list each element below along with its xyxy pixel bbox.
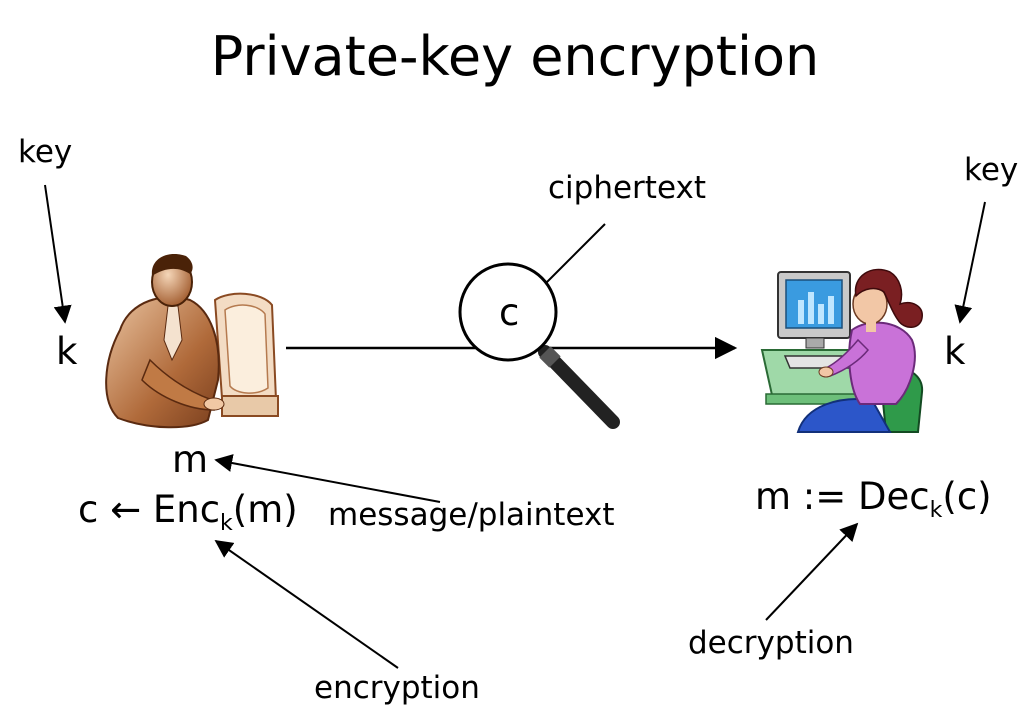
enc-suffix: (m)	[232, 488, 298, 531]
woman-at-computer-icon	[760, 268, 924, 433]
key-left-label: key	[18, 134, 73, 170]
key-left-arrow	[44, 184, 72, 324]
man-at-computer-icon	[105, 254, 279, 429]
page-title: Private-key encryption	[210, 25, 820, 88]
encryption-arrow	[214, 539, 399, 669]
encryption-formula: c ← Enck(m)	[78, 491, 298, 535]
enc-prefix: c ← Enc	[78, 488, 221, 531]
magnifying-glass-icon	[458, 262, 620, 429]
dec-subscript: k	[929, 498, 943, 523]
k-left-label: k	[56, 330, 78, 373]
plaintext-arrow	[214, 454, 441, 503]
decryption-arrow	[765, 522, 859, 621]
k-right-label: k	[944, 330, 966, 373]
encryption-label: encryption	[314, 670, 480, 706]
ciphertext-c-label: c	[499, 291, 520, 334]
dec-prefix: m := Dec	[755, 475, 930, 518]
ciphertext-label: ciphertext	[548, 170, 706, 206]
message-m-label: m	[172, 438, 209, 481]
plaintext-label: message/plaintext	[328, 497, 615, 533]
decryption-label: decryption	[688, 625, 854, 661]
enc-subscript: k	[220, 511, 233, 536]
key-right-label: key	[964, 152, 1019, 188]
dec-suffix: (c)	[942, 475, 992, 518]
key-right-arrow	[954, 201, 986, 324]
decryption-formula: m := Deck(c)	[755, 478, 992, 522]
